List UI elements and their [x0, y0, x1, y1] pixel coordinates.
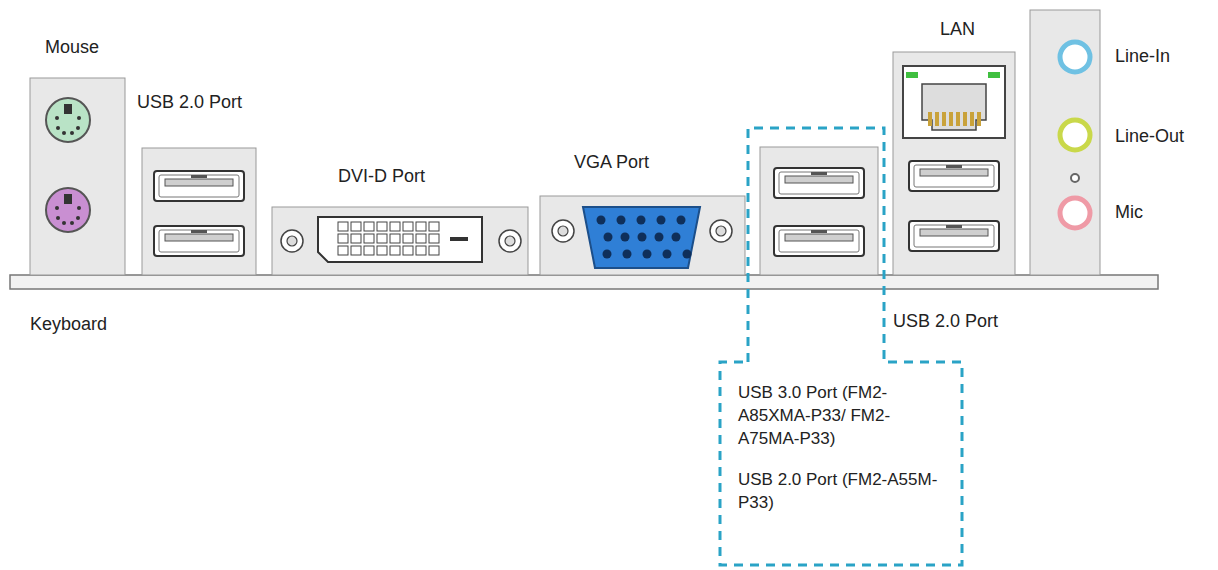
dashed-outline [720, 128, 962, 565]
port-label: USB 2.0 Port [137, 92, 242, 114]
port-label: USB 2.0 Port [893, 311, 998, 333]
port-label: LAN [940, 19, 975, 41]
port-label: Mouse [45, 37, 99, 59]
port-label: Line-Out [1115, 126, 1184, 148]
callout-text: USB 3.0 Port (FM2-A85XMA-P33/ FM2-A75MA-… [738, 382, 943, 451]
port-label: DVI-D Port [338, 166, 425, 188]
port-label: Line-In [1115, 46, 1170, 68]
port-label: Keyboard [30, 314, 107, 336]
port-label: VGA Port [574, 152, 649, 174]
port-label: Mic [1115, 202, 1143, 224]
callout-box: USB 3.0 Port (FM2-A85XMA-P33/ FM2-A75MA-… [722, 364, 960, 541]
callout-text: USB 2.0 Port (FM2-A55M-P33) [738, 469, 943, 515]
